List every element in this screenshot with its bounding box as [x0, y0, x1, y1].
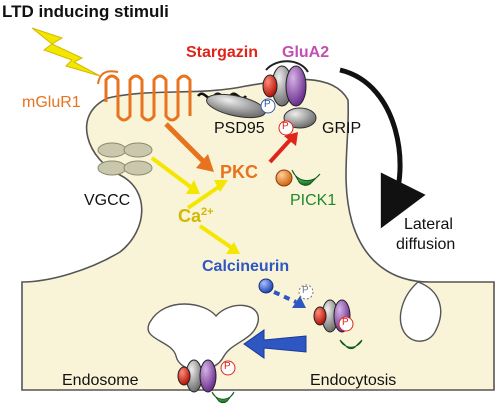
phospho-grip-label: P	[282, 121, 289, 132]
ca-to-pkc-arrow	[186, 184, 222, 210]
phospho-psd95	[260, 98, 276, 114]
stargazin-label: Stargazin	[186, 44, 259, 61]
phospho-calcineurin-label: P	[302, 285, 309, 296]
ca-label-sup: 2+	[201, 206, 214, 218]
phospho-grip	[278, 120, 294, 136]
pick1-icon	[275, 169, 321, 187]
phospho-endosome	[220, 360, 236, 376]
endosome-shape	[147, 303, 259, 371]
calcineurin-icon	[258, 278, 274, 294]
psd95-label: PSD95	[214, 120, 265, 137]
mglur1-label: mGluR1	[22, 94, 81, 111]
calcineurin-label: Calcineurin	[202, 258, 290, 275]
lateral-label: Lateral	[404, 216, 453, 233]
pkc-label: PKC	[220, 162, 259, 182]
pkc-to-grip-arrowhead	[284, 132, 298, 146]
ca-label: Ca2+	[178, 206, 214, 227]
vgcc-arrowhead	[186, 180, 200, 194]
endocytosis-label: Endocytosis	[310, 372, 397, 389]
receptor-complex-endosome	[177, 359, 235, 404]
endosome-label: Endosome	[62, 372, 139, 389]
endocytic-pit	[399, 281, 442, 342]
ca-to-pkc-arrowhead	[214, 180, 228, 192]
mglur1-to-pkc-arrow	[164, 122, 206, 164]
vgcc-to-ca-arrow	[150, 156, 194, 190]
phospho-psd95-label: P	[264, 99, 271, 110]
lightning-icon	[31, 27, 101, 77]
phospho-endosome-label: P	[224, 361, 231, 372]
ca-label-base: Ca	[178, 206, 202, 226]
vgcc-label: VGCC	[84, 192, 131, 209]
phospho-pit-label: P	[342, 317, 349, 328]
receptor-icon	[104, 74, 192, 122]
pick1-label: PICK1	[290, 192, 337, 209]
glua2-label: GluA2	[282, 44, 330, 61]
diffusion-label: diffusion	[396, 236, 456, 253]
calcineurin-to-receptor-arrow	[273, 290, 297, 304]
pkc-to-grip-arrow	[268, 138, 292, 164]
ca-to-calcineurin-arrowhead	[226, 242, 240, 254]
ca-to-calcineurin-arrow	[198, 224, 234, 250]
arrow-icon	[196, 154, 214, 172]
phospho-pit	[338, 316, 354, 332]
calcineurin-arrowhead	[292, 296, 306, 308]
endocytosis-arrow	[243, 329, 307, 359]
lateral-diffusion-arrow	[339, 67, 426, 229]
diagram-title: LTD inducing stimuli	[2, 2, 169, 21]
receptor-complex-top	[262, 60, 317, 129]
phospho-calcineurin	[298, 284, 314, 300]
grip-label: GRIP	[322, 120, 362, 137]
channel-icon	[97, 142, 153, 176]
receptor-loop-icon	[97, 70, 119, 85]
